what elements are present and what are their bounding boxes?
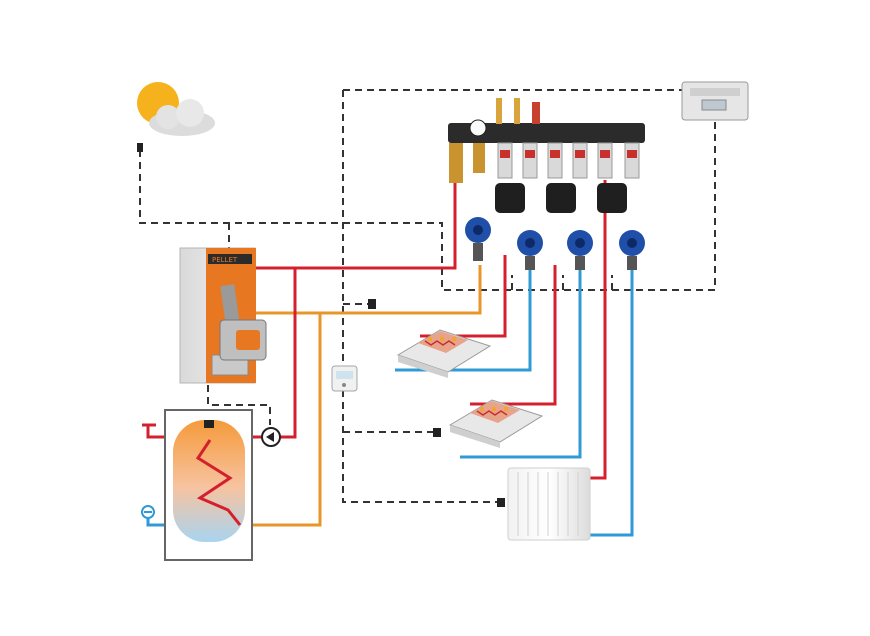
pump-icon: [517, 230, 543, 270]
pump-icon: [619, 230, 645, 270]
tank-pump-icon: [261, 427, 281, 447]
boiler-return-pipes: [240, 265, 482, 527]
control-line-weather: [139, 120, 716, 291]
blue-pipe-radiator: [590, 268, 634, 537]
pump-icon: [465, 217, 491, 261]
blue-pipe-zone2: [460, 268, 582, 459]
boiler-brand: PELLET: [212, 256, 238, 264]
valve-icon: [496, 98, 502, 124]
tank-valve-icon: [141, 505, 155, 519]
boiler-icon: PELLET: [179, 247, 376, 384]
orange-pipe-tank: [240, 313, 322, 527]
outdoor-sensor-icon: [137, 143, 143, 152]
safety-valve-icon: [532, 102, 540, 124]
sun-cloud-icon: [137, 82, 215, 152]
hot-water-tank-icon: [141, 409, 281, 561]
tank-coil: [195, 439, 242, 526]
red-pipe-radiator: [590, 180, 607, 480]
radiator-icon: [497, 467, 591, 541]
controller-unit-icon: [681, 81, 749, 121]
valve-icon: [514, 98, 520, 124]
underfloor-zone-1: [396, 329, 492, 378]
red-pipe-tank-loop: [280, 268, 297, 439]
underfloor-zone-2: [433, 399, 544, 448]
boiler-sensor-icon: [368, 299, 376, 309]
pellet-burner-icon: [219, 284, 267, 361]
pump-icon: [567, 230, 593, 270]
control-line-tank: [207, 385, 271, 425]
mixing-valve-icon: [495, 183, 627, 213]
pumps: [465, 217, 645, 270]
manifold: [448, 98, 645, 213]
red-pipe-tank-stub: [142, 423, 165, 439]
red-pipe-boiler: [255, 180, 457, 270]
control-line-left-main: [342, 90, 500, 503]
room-thermostat-icon: [331, 365, 358, 392]
pressure-gauge-icon: [469, 119, 487, 137]
blue-pipe-tank: [146, 517, 165, 527]
orange-pipe-main: [255, 265, 482, 315]
